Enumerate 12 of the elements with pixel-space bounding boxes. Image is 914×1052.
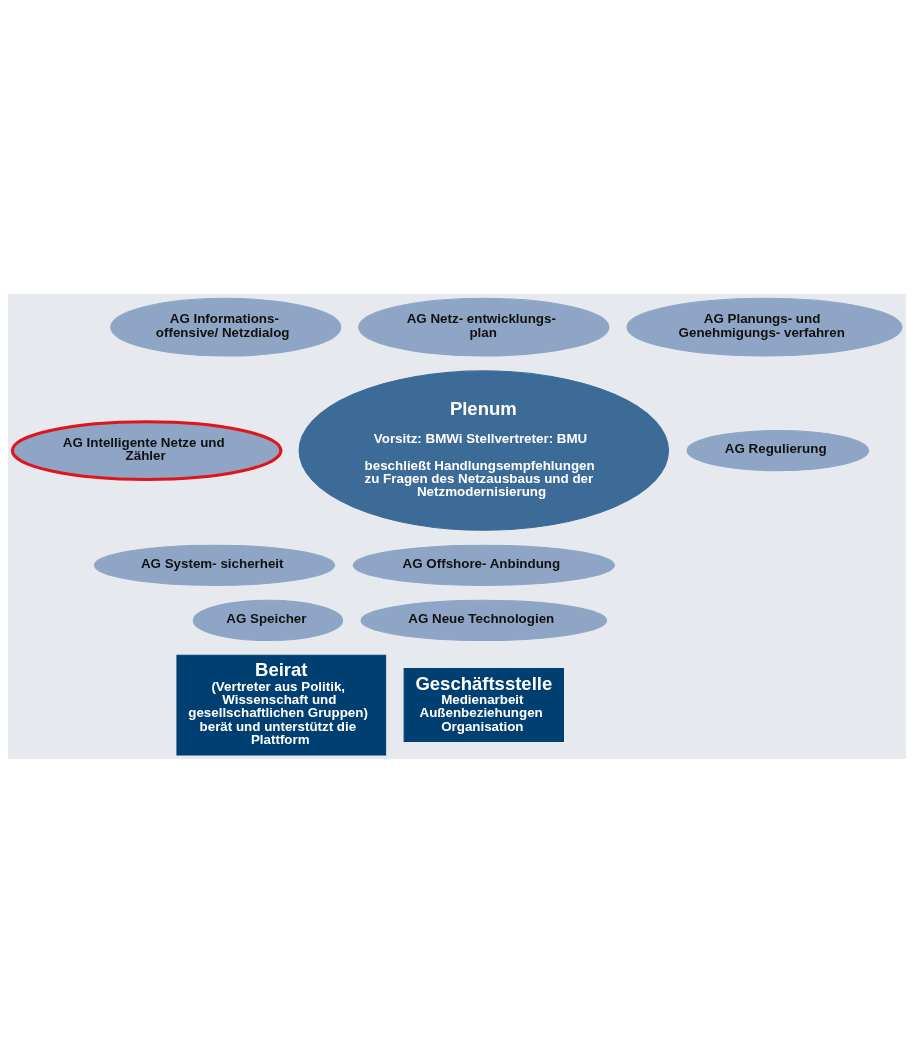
node-box: Beirat (Vertreter aus Politik, Wissenschaft und gesellschaftlichen Gruppen) berät und unterstützt die Plattform — [176, 654, 387, 755]
node-ellipse: AG Planungs- und Genehmigungs- verfahren — [626, 297, 903, 357]
node-ellipse: AG System- sicherheit — [93, 544, 336, 586]
node-ellipse: AG Netz- entwicklungs- plan — [358, 297, 610, 357]
node-ellipse: AG Intelligente Netze und Zähler — [10, 419, 283, 481]
node-ellipse: AG Regulierung — [686, 429, 870, 471]
node-ellipse: Plenum Vorsitz: BMWi Stellvertreter: BMU beschließt Handlungsempfehlungen zu Fragen des Netzausbaus und der Netzmodernisierung — [298, 369, 670, 531]
node-ellipse: AG Speicher — [192, 599, 344, 641]
node-box: Geschäftsstelle Medienarbeit Außenbeziehungen Organisation — [403, 667, 564, 742]
node-ellipse: AG Neue Technologien — [360, 599, 608, 641]
node-ellipse: AG Offshore- Anbindung — [352, 544, 615, 586]
node-ellipse: AG Informations- offensive/ Netzdialog — [110, 297, 342, 357]
